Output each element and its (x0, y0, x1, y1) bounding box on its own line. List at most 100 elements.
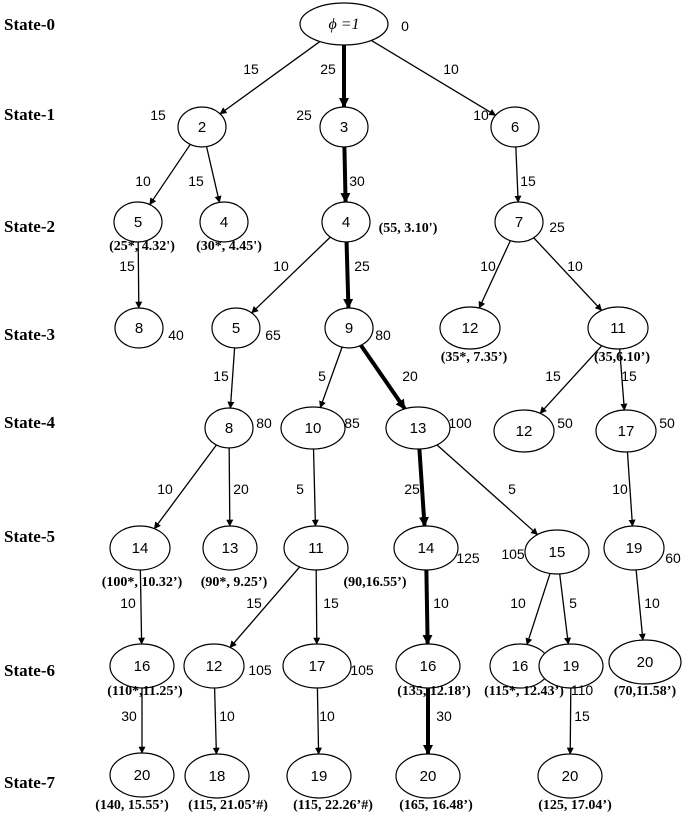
edge-s6c-to-s7c (314, 687, 322, 755)
node-label: 8 (225, 420, 233, 437)
node-annotation: (110*,11.25’) (107, 684, 183, 699)
edge-weight-label: 15 (246, 595, 262, 611)
edge-weight-label: 10 (567, 258, 583, 274)
node-s1a: 215 (150, 106, 227, 148)
node-s2a: 5(25*, 4.32') (109, 201, 175, 254)
node-s3d: 12(35*, 7.35’) (439, 306, 508, 365)
edge-weight-label: 10 (273, 258, 289, 274)
edge-s1a-to-s2b (205, 146, 222, 204)
node-ellipse (211, 307, 261, 349)
node-label: 20 (134, 767, 151, 784)
node-label: 13 (222, 540, 239, 557)
edge-weight-label: 15 (323, 595, 339, 611)
node-annotation: (165, 16.48’) (399, 798, 473, 813)
node-ellipse (439, 306, 501, 350)
node-annotation: (115*, 12.43’) (484, 684, 564, 699)
node-ellipse (393, 525, 459, 571)
node-ellipse (114, 307, 164, 349)
edge-weight-label: 10 (319, 708, 335, 724)
node-cost-label: 10 (473, 107, 489, 123)
edge-s2d-to-s3e (533, 237, 603, 311)
node-ellipse (177, 106, 227, 148)
edge-weight-label: 10 (510, 595, 526, 611)
node-ellipse (395, 753, 461, 799)
state-labels: State-0 State-1 State-2 State-3 State-4 … (4, 15, 55, 792)
edge-weight-label: 10 (219, 708, 235, 724)
edge-s2a-to-s3a (135, 241, 143, 309)
node-label: 13 (410, 420, 427, 437)
node-cost-label: 65 (265, 327, 281, 343)
node-annotation: (35,6.10’) (594, 350, 650, 365)
node-label: 3 (340, 119, 348, 136)
edge-s3e-to-s4d (539, 345, 603, 414)
edge-weight-label: 15 (243, 61, 259, 77)
node-label: 5 (232, 320, 240, 337)
node-label: 6 (511, 119, 519, 136)
edge-s4c-to-s5e (436, 444, 538, 536)
node-ellipse (283, 525, 349, 571)
node-label: 7 (515, 214, 523, 231)
node-ellipse (109, 643, 175, 689)
node-label: 12 (462, 320, 479, 337)
edge-weight-label: 5 (569, 595, 577, 611)
node-cost-label: 105 (350, 662, 374, 678)
edge-weight-label: 10 (644, 595, 660, 611)
node-s7b: 18 (115, 21.05’#) (184, 753, 268, 813)
node-label: 4 (220, 214, 228, 231)
edge-weight-label: 25 (404, 481, 420, 497)
edge-s4a-to-s5a (153, 444, 217, 530)
edge-weight-label: 15 (520, 173, 536, 189)
edge-weight-label: 15 (574, 708, 590, 724)
node-s6d: 16(135, 12.18’) (395, 643, 471, 699)
node-annotation: (55, 3.10') (379, 221, 438, 236)
node-cost-label: 50 (659, 415, 675, 431)
node-ellipse (538, 643, 604, 689)
node-ellipse (202, 525, 258, 571)
edge-s3c-to-s4c-optimal (359, 344, 407, 411)
state-label-4: State-4 (4, 413, 55, 432)
node-s4c: 13 100 (385, 406, 472, 450)
node-ellipse (280, 406, 346, 450)
edge-weight-label: 10 (120, 595, 136, 611)
edge-weight-label: 15 (545, 368, 561, 384)
node-cost-label: 40 (168, 327, 184, 343)
node-annotation: (140, 15.55’) (95, 798, 169, 813)
edge-weight-label: 10 (135, 173, 151, 189)
edge-s1a-to-s2a (149, 144, 191, 206)
node-annotation: (125, 17.04’) (538, 798, 612, 813)
node-annotation: (115, 21.05’#) (188, 798, 268, 813)
node-s1b: 325 (296, 106, 369, 148)
node-label: 18 (209, 768, 226, 785)
node-ellipse (299, 2, 389, 46)
node-ellipse (537, 753, 603, 799)
node-cost-label: 100 (448, 415, 472, 431)
node-s7a: 20 (140, 15.55’) (95, 752, 175, 813)
node-ellipse (490, 106, 540, 148)
node-ellipse (319, 106, 369, 148)
node-ellipse (286, 753, 352, 799)
node-ellipse (395, 643, 461, 689)
node-label: 14 (418, 540, 435, 557)
node-ellipse (603, 525, 665, 571)
edge-s4a-to-s5b (226, 447, 234, 527)
node-s7e: 20(125, 17.04’) (537, 753, 612, 813)
edge-weight-label: 15 (119, 258, 135, 274)
node-cost-label: 105 (501, 546, 525, 562)
node-ellipse (587, 306, 649, 350)
edge-weight-label: 10 (480, 258, 496, 274)
edge-s2c-to-s3c-optimal (343, 241, 354, 310)
node-ellipse (524, 529, 590, 575)
edge-s5e-to-s6f (559, 573, 572, 645)
edge-weight-label: 10 (157, 481, 173, 497)
edge-weight-label: 10 (612, 481, 628, 497)
node-cost-label: 15 (150, 107, 166, 123)
node-ellipse (385, 406, 451, 450)
